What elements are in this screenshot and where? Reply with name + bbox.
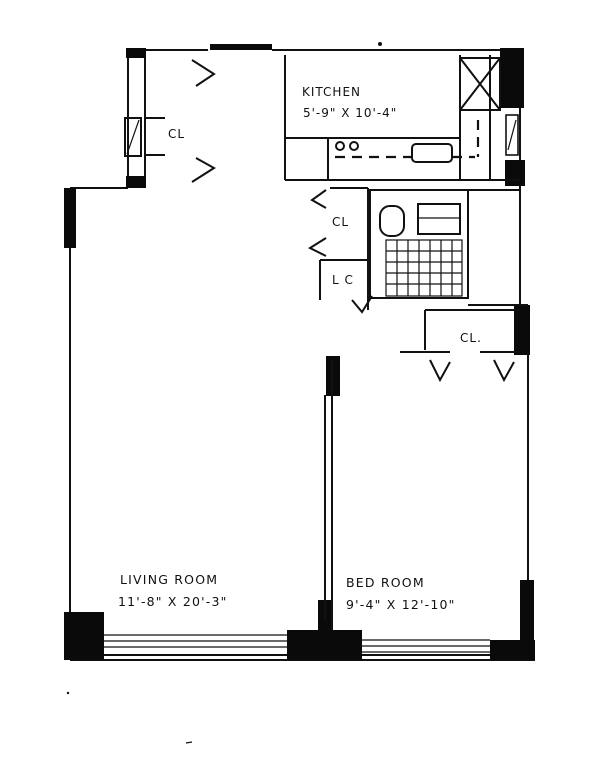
partition-wall <box>324 360 333 630</box>
entry-closet: CL <box>124 59 216 183</box>
living-room-name: LIVING ROOM <box>120 572 218 587</box>
bedroom-closet-label: CL. <box>460 331 482 345</box>
bathroom <box>369 189 528 306</box>
living-room-dims: 11'-8" X 20'-3" <box>118 594 228 609</box>
bedroom-closet: CL. <box>400 309 520 383</box>
bottom-windows <box>104 634 490 653</box>
linen-closet: L C <box>319 259 373 314</box>
linen-closet-label: L C <box>332 273 354 287</box>
hall-closet-label: CL <box>332 215 349 229</box>
kitchen: KITCHEN 5'-9" X 10'-4" <box>284 55 520 181</box>
kitchen-name: KITCHEN <box>302 85 361 99</box>
outer-walls <box>69 49 535 661</box>
entry-closet-label: CL <box>168 127 185 141</box>
kitchen-dims: 5'-9" X 10'-4" <box>303 106 397 120</box>
wall-blocks <box>64 44 535 660</box>
hall-closet: CL <box>307 187 369 310</box>
bed-room-dims: 9'-4" X 12'-10" <box>346 597 456 612</box>
bed-room-name: BED ROOM <box>346 575 425 590</box>
bed-room: BED ROOM 9'-4" X 12'-10" <box>346 575 456 612</box>
living-room: LIVING ROOM 11'-8" X 20'-3" <box>118 572 228 609</box>
